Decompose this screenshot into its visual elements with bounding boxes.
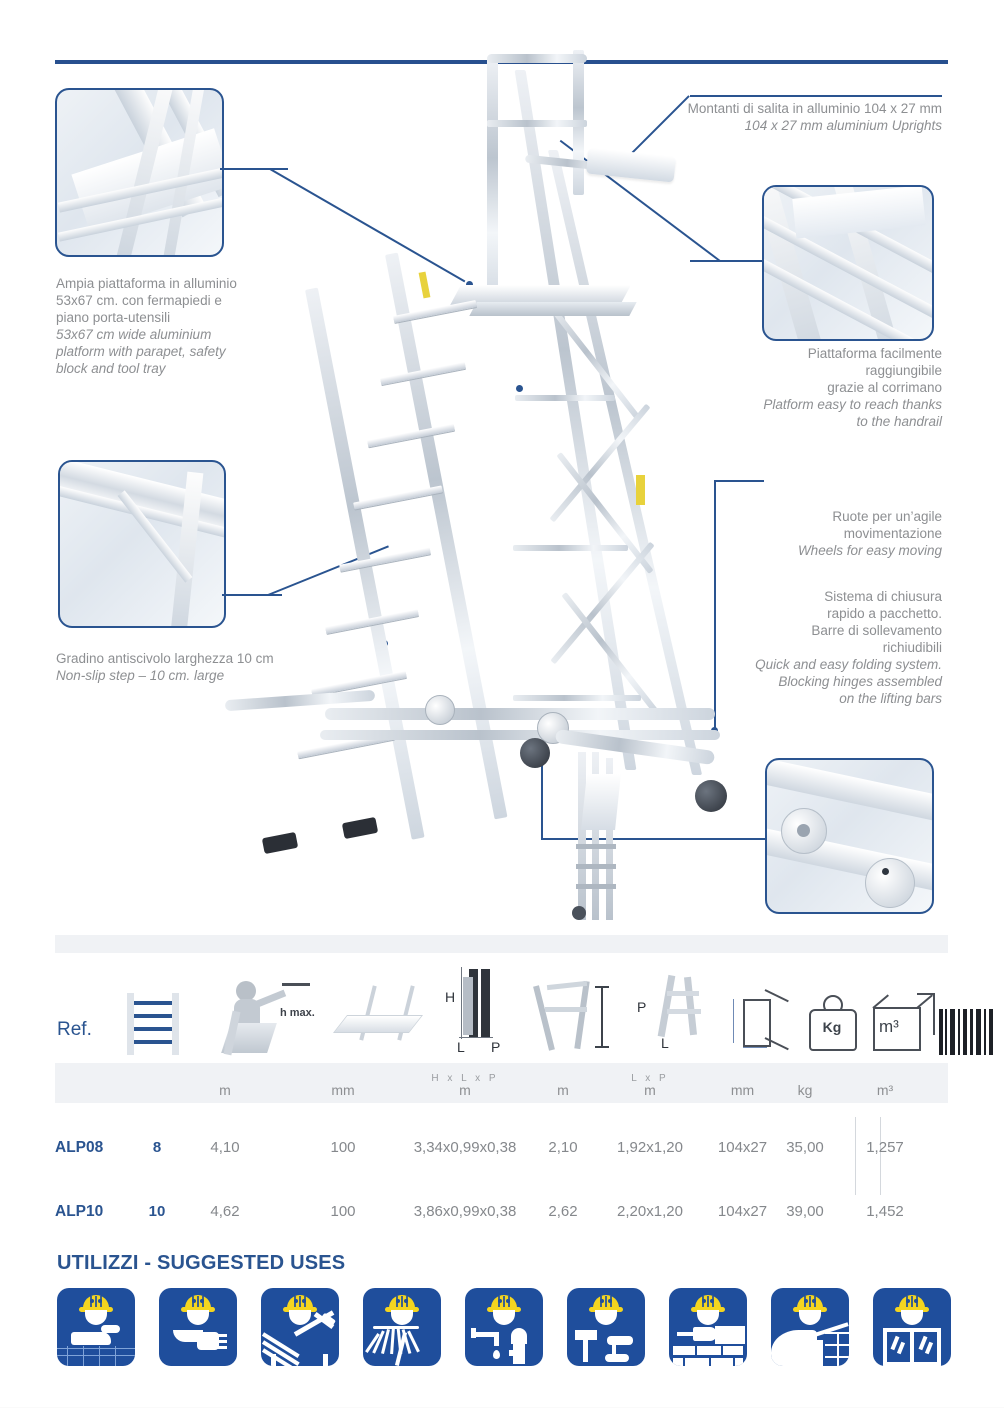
use-icon-glazing[interactable] — [873, 1288, 951, 1366]
cell-working-height: 4,10 — [210, 1139, 240, 1156]
unit-weight: kg — [797, 1082, 813, 1098]
use-icon-carpentry[interactable] — [261, 1288, 339, 1366]
connector-folded — [541, 838, 767, 840]
annotation-handrail: Piattaforma facilmente raggiungibile gra… — [763, 346, 942, 429]
cell-step-width: 100 — [330, 1139, 356, 1156]
folded-ladder-thumbnail — [568, 752, 630, 920]
table-row[interactable]: ALP08 8 4,10 100 3,34x0,99x0,38 2,10 1,9… — [55, 1139, 948, 1171]
barcode-icon — [939, 1009, 997, 1055]
cell-ref: ALP10 — [55, 1203, 104, 1220]
closed-dimensions-icon: H L P — [445, 967, 525, 1055]
cell-closed-dimensions: 3,34x0,99x0,38 — [413, 1139, 517, 1156]
photo-inset-handrail — [762, 185, 934, 341]
uses-icon-row — [57, 1288, 951, 1370]
unit-platform-height: m — [557, 1082, 569, 1098]
cell-ref: ALP08 — [55, 1139, 104, 1156]
cell-platform-height: 2,10 — [548, 1139, 578, 1156]
footer-rule — [0, 1407, 1004, 1408]
table-units-row: m mm H x L x P m m L x P m mm — [55, 1063, 948, 1103]
wheel-right — [695, 780, 727, 812]
volume-icon: m³ — [871, 993, 937, 1055]
unit-volume: m³ — [876, 1082, 894, 1098]
upright-profile-icon — [727, 985, 805, 1055]
table-top-band — [55, 935, 948, 953]
connector-uprights — [690, 95, 942, 97]
cell-steps: 10 — [148, 1203, 166, 1220]
annotation-wheels: Ruote per un’agile movimentazione Wheels… — [797, 509, 942, 558]
connector-wheels-horz — [714, 480, 764, 482]
use-icon-plastering[interactable] — [771, 1288, 849, 1366]
unit-upright-profile: mm — [730, 1082, 755, 1098]
step-width-icon — [332, 985, 430, 1055]
connector-platform — [220, 168, 288, 170]
photo-inset-platform — [55, 88, 224, 257]
connector-wheels-vert — [714, 480, 716, 730]
use-icon-painting[interactable] — [567, 1288, 645, 1366]
cell-weight: 35,00 — [786, 1139, 824, 1156]
hinge-disc-left — [425, 695, 455, 725]
use-icon-gardening[interactable] — [363, 1288, 441, 1366]
cell-step-width: 100 — [330, 1203, 356, 1220]
tool-tray — [585, 147, 677, 183]
platform-height-icon — [533, 977, 621, 1055]
use-icon-plumbing[interactable] — [465, 1288, 543, 1366]
cell-upright-profile: 104x27 — [717, 1139, 768, 1156]
use-icon-electrician[interactable] — [159, 1288, 237, 1366]
annotation-uprights: Montanti di salita in alluminio 104 x 27… — [687, 101, 942, 133]
cell-base-dimensions: 1,92x1,20 — [617, 1139, 683, 1156]
unit-step-width: mm — [331, 1082, 355, 1098]
table-row[interactable]: ALP10 10 4,62 100 3,86x0,99x0,38 2,62 2,… — [55, 1203, 948, 1235]
cell-steps: 8 — [152, 1139, 162, 1156]
unit-closed-dimensions: H x L x P m — [431, 1073, 499, 1098]
cell-platform-height: 2,62 — [548, 1203, 578, 1220]
cell-base-dimensions: 2,20x1,20 — [617, 1203, 683, 1220]
cell-closed-dimensions: 3,86x0,99x0,38 — [413, 1203, 517, 1220]
unit-working-height: m — [219, 1082, 231, 1098]
connector-step — [222, 594, 282, 596]
cell-weight: 39,00 — [786, 1203, 824, 1220]
unit-base-dimensions: L x P m — [631, 1073, 669, 1098]
cell-volume: 1,452 — [866, 1203, 904, 1220]
annotation-folding: Sistema di chiusura rapido a pacchetto. … — [755, 589, 942, 706]
working-height-icon: h max. — [220, 977, 318, 1056]
weight-icon: Kg — [803, 993, 859, 1055]
connector-folded-vert — [541, 762, 543, 840]
table-body: ALP08 8 4,10 100 3,34x0,99x0,38 2,10 1,9… — [55, 1103, 948, 1220]
cell-working-height: 4,62 — [210, 1203, 240, 1220]
uses-section-title: UTILIZZI - SUGGESTED USES — [57, 1252, 346, 1274]
spec-table: Ref. h max. — [55, 935, 993, 1220]
photo-inset-wheel — [765, 758, 934, 914]
use-icon-masonry[interactable] — [669, 1288, 747, 1366]
steps-count-icon — [125, 993, 181, 1055]
connector-dot-handrail — [516, 385, 523, 392]
use-icon-industry[interactable] — [57, 1288, 135, 1366]
connector-dot-platform — [466, 281, 473, 288]
photo-inset-step — [58, 460, 226, 628]
cell-volume: 1,257 — [866, 1139, 904, 1156]
base-dimensions-icon: P L — [633, 973, 723, 1055]
table-icon-row: Ref. h max. — [55, 953, 993, 1063]
annotation-step: Gradino antiscivolo larghezza 10 cm Non-… — [56, 651, 274, 683]
annotation-platform: Ampia piattaforma in alluminio 53x67 cm.… — [56, 276, 237, 376]
cell-upright-profile: 104x27 — [717, 1203, 768, 1220]
product-illustration — [224, 40, 785, 910]
ref-label: Ref. — [57, 1019, 92, 1040]
connector-handrail — [690, 260, 764, 262]
wheel-left — [520, 738, 550, 768]
